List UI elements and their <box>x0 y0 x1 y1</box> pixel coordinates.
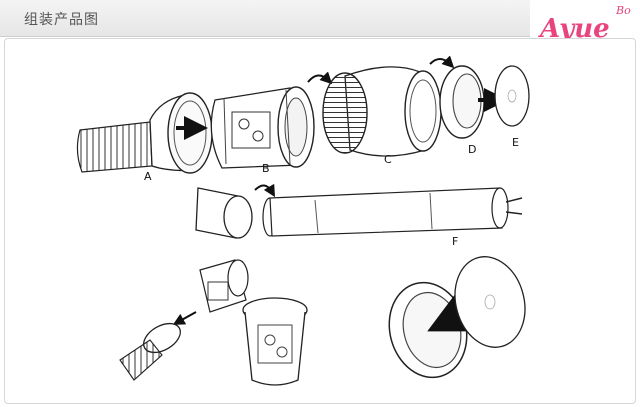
logo-superscript: Bo <box>616 4 631 17</box>
part-e-disc <box>494 65 530 127</box>
rotate-arrow-icon <box>307 71 333 85</box>
label-e: E <box>512 136 519 149</box>
valve-cup <box>242 297 308 386</box>
ring-and-disc <box>388 256 526 379</box>
assembled-valve-left <box>119 259 249 381</box>
part-a-threaded-base <box>76 92 213 174</box>
rotate-arrow-icon-2 <box>429 55 455 69</box>
part-c-chamber <box>322 66 442 157</box>
label-a: A <box>144 170 152 183</box>
part-f-pump-tube <box>195 183 523 239</box>
label-c: C <box>384 153 392 166</box>
label-b: B <box>262 162 270 175</box>
label-d: D <box>468 143 476 156</box>
part-b-valve-cage <box>210 86 315 169</box>
part-d-ring <box>439 65 508 139</box>
page-title: 组装产品图 <box>24 12 99 28</box>
label-f: F <box>452 235 458 248</box>
